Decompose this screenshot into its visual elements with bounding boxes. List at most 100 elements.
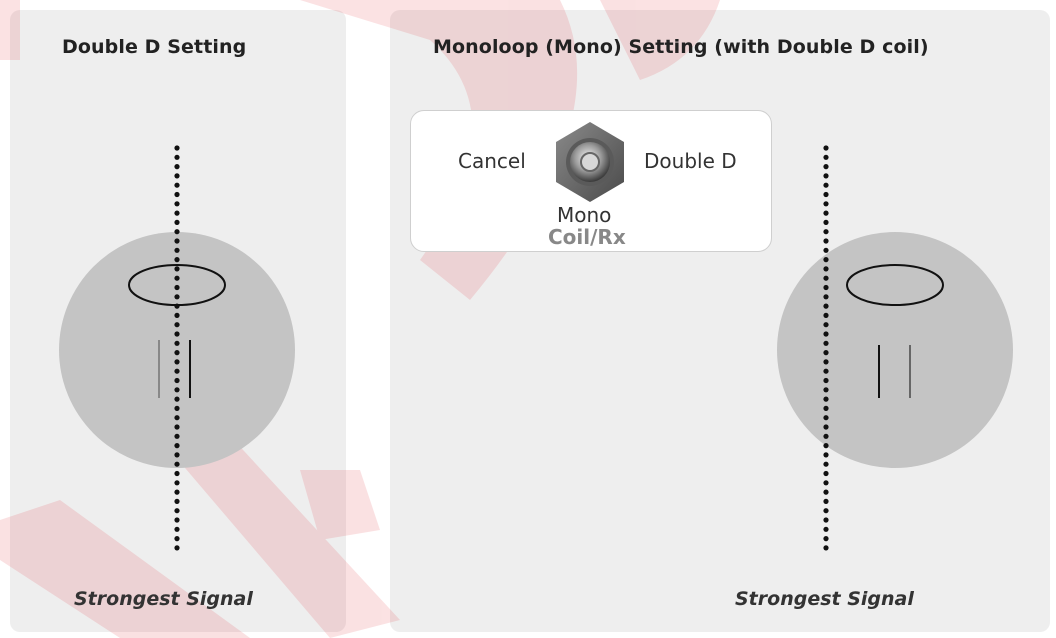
signal-dot — [174, 433, 180, 439]
signal-dot — [174, 247, 180, 253]
panel-title-double-d: Double D Setting — [62, 36, 247, 58]
signal-dot — [823, 145, 829, 151]
signal-dot — [823, 210, 829, 216]
signal-dot — [823, 229, 829, 235]
signal-dot — [174, 368, 180, 374]
switch-sub-label: Coil/Rx — [548, 225, 626, 249]
signal-dot — [174, 470, 180, 477]
signal-dot — [823, 452, 829, 458]
signal-dot — [823, 517, 829, 523]
signal-dot — [174, 294, 180, 300]
signal-dot — [174, 238, 180, 244]
double-d-coil — [59, 145, 295, 551]
signal-dot — [174, 480, 180, 486]
coil-disc — [59, 232, 295, 468]
switch-label-double-d: Double D — [644, 149, 737, 173]
signal-dot — [823, 331, 829, 337]
signal-dot — [174, 387, 180, 393]
signal-dot — [823, 387, 829, 393]
signal-dot — [823, 238, 829, 244]
signal-dot — [174, 498, 180, 504]
signal-dot — [174, 219, 180, 225]
signal-dot — [823, 266, 829, 272]
signal-dot — [174, 266, 180, 272]
signal-dot — [174, 275, 180, 281]
caption-strongest-signal-left: Strongest Signal — [74, 588, 253, 610]
signal-dot-line — [174, 145, 180, 551]
signal-dot — [174, 284, 180, 291]
signal-dot — [174, 350, 180, 356]
signal-dot — [823, 164, 829, 170]
signal-dot — [823, 173, 829, 179]
signal-dot — [823, 489, 829, 495]
signal-dot — [823, 219, 829, 225]
signal-dot — [823, 396, 829, 402]
signal-dot — [823, 359, 829, 365]
signal-dot-line — [823, 145, 829, 551]
signal-dot — [174, 229, 180, 235]
signal-dot — [823, 536, 829, 542]
signal-dot — [174, 312, 180, 318]
signal-dot — [823, 294, 829, 300]
signal-dot — [823, 377, 829, 384]
signal-dot — [823, 350, 829, 356]
signal-dot — [823, 284, 829, 291]
signal-dot — [823, 405, 829, 411]
signal-dot — [823, 424, 829, 430]
signal-dot — [823, 201, 829, 207]
signal-dot — [174, 154, 180, 160]
signal-dot — [823, 275, 829, 281]
signal-dot — [174, 443, 180, 449]
signal-dot — [174, 191, 180, 198]
signal-dot — [823, 191, 829, 198]
signal-dot — [174, 545, 180, 551]
coil-disc — [777, 232, 1013, 468]
signal-dot — [823, 526, 829, 532]
signal-dot — [823, 322, 829, 328]
signal-dot — [174, 201, 180, 207]
signal-dot — [823, 545, 829, 551]
signal-dot — [823, 247, 829, 253]
hex-rotary-switch-icon[interactable] — [552, 119, 628, 207]
signal-dot — [174, 182, 180, 188]
signal-dot — [174, 536, 180, 542]
signal-dot — [823, 443, 829, 449]
signal-dot — [174, 424, 180, 430]
mono-coil — [777, 145, 1013, 551]
signal-dot — [823, 303, 829, 309]
signal-dot — [174, 396, 180, 402]
signal-dot — [823, 480, 829, 486]
signal-dot — [174, 489, 180, 495]
signal-dot — [174, 303, 180, 309]
signal-dot — [174, 405, 180, 411]
signal-dot — [174, 461, 180, 467]
signal-dot — [823, 340, 829, 346]
signal-dot — [174, 526, 180, 532]
signal-dot — [823, 461, 829, 467]
signal-dot — [174, 340, 180, 346]
signal-dot — [174, 322, 180, 328]
signal-dot — [823, 508, 829, 514]
signal-dot — [823, 257, 829, 263]
signal-dot — [174, 331, 180, 337]
signal-dot — [174, 452, 180, 458]
switch-label-cancel: Cancel — [458, 149, 526, 173]
panel-title-mono: Monoloop (Mono) Setting (with Double D c… — [433, 36, 929, 58]
signal-dot — [174, 508, 180, 514]
signal-dot — [174, 145, 180, 151]
signal-dot — [823, 368, 829, 374]
signal-dot — [823, 433, 829, 439]
switch-label-mono: Mono — [557, 203, 612, 227]
signal-dot — [174, 210, 180, 216]
signal-dot — [823, 182, 829, 188]
signal-dot — [823, 415, 829, 421]
mode-switch-panel: Cancel Double D Mono Coil/Rx — [410, 110, 772, 252]
signal-dot — [174, 517, 180, 523]
signal-dot — [174, 164, 180, 170]
signal-dot — [174, 359, 180, 365]
tx-loop — [846, 264, 944, 306]
signal-dot — [823, 154, 829, 160]
signal-dot — [174, 377, 180, 384]
signal-dot — [174, 415, 180, 421]
